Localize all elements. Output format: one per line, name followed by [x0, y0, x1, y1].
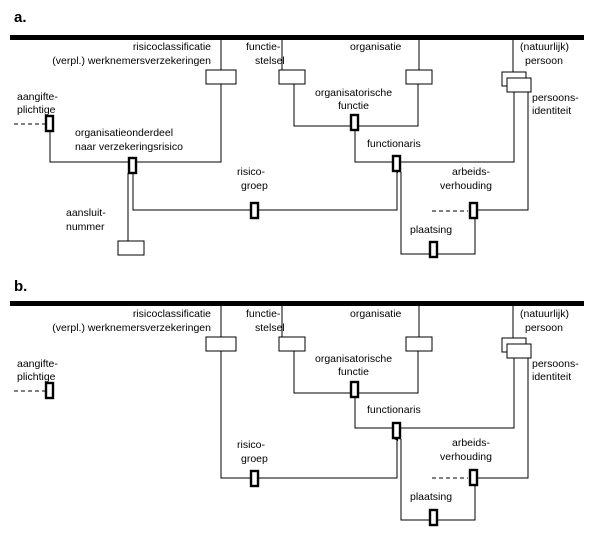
label-functionaris: functionaris: [367, 404, 421, 416]
label-werknemersverzekeringen: (verpl.) werknemersverzekeringen: [52, 55, 211, 67]
rel-plaatsing: [428, 508, 439, 527]
panel-b-header: b.: [14, 278, 27, 295]
label-organisatorische: organisatorische: [315, 87, 392, 99]
label-natuurlijk: (natuurlijk): [520, 41, 569, 53]
label-groep: groep: [241, 453, 268, 465]
panel-b-connectors: [14, 306, 529, 521]
label-organisatie: organisatie: [350, 41, 402, 53]
label-functiestelsel-2: stelsel: [255, 322, 285, 334]
rel-orgfunctie: [349, 380, 360, 399]
label-plichtige: plichtige: [17, 104, 56, 116]
rel-aangifteplichtige: [44, 381, 55, 400]
label-functie: functie: [338, 100, 369, 112]
label-groep: groep: [241, 180, 268, 192]
panel-b-top-bar: [10, 301, 584, 306]
label-werknemersverzekeringen: (verpl.) werknemersverzekeringen: [52, 322, 211, 334]
panel-a-entities: [117, 69, 532, 256]
label-natuurlijk: (natuurlijk): [520, 308, 569, 320]
rel-aangifteplichtige: [44, 114, 55, 133]
label-identiteit: identiteit: [532, 371, 571, 383]
rel-plaatsing: [428, 240, 439, 259]
box-risicoclassificatie: [205, 336, 237, 352]
box-risicoclassificatie: [205, 69, 237, 85]
label-organisatieonderdeel: organisatieonderdeel: [75, 127, 173, 139]
panel-b-relations: [44, 380, 479, 527]
rel-risicogroep: [249, 469, 260, 488]
rel-orgonderdeel: [127, 156, 138, 175]
box-persoonsidentiteit: [506, 77, 532, 93]
label-verhouding: verhouding: [440, 180, 492, 192]
label-functiestelsel-2: stelsel: [255, 55, 285, 67]
rel-functionaris: [391, 154, 402, 173]
label-persoon: persoon: [525, 322, 563, 334]
label-aansluit: aansluit-: [66, 207, 106, 219]
label-risicoclassificatie: risicoclassificatie: [133, 308, 211, 320]
label-identiteit: identiteit: [532, 105, 571, 117]
label-persoon: persoon: [525, 55, 563, 67]
panel-b: b. risicoclassificatie (verpl.) werkneme…: [10, 278, 584, 527]
label-nummer: nummer: [66, 221, 105, 233]
box-functiestelsel: [278, 69, 306, 85]
label-persoons: persoons-: [532, 92, 579, 104]
label-plaatsing: plaatsing: [410, 491, 452, 503]
label-arbeids: arbeids-: [452, 437, 490, 449]
label-plichtige: plichtige: [17, 371, 56, 383]
label-plaatsing: plaatsing: [410, 224, 452, 236]
label-verzekeringsrisico: naar verzekeringsrisico: [75, 141, 183, 153]
panel-a-header: a.: [14, 9, 27, 26]
box-persoonsidentiteit: [506, 343, 532, 359]
label-arbeids: arbeids-: [452, 166, 490, 178]
label-aangifte: aangifte-: [17, 91, 58, 103]
panel-a-relations: [44, 113, 479, 259]
rel-risicogroep: [249, 201, 260, 220]
label-organisatie: organisatie: [350, 308, 402, 320]
rel-functionaris: [391, 421, 402, 440]
label-functiestelsel-1: functie-: [246, 41, 281, 53]
box-functiestelsel: [278, 336, 306, 352]
label-functiestelsel-1: functie-: [246, 308, 281, 320]
label-risico: risico-: [237, 166, 266, 178]
panel-a: a. risicoclassificatie (verpl.) werkneme…: [10, 9, 584, 259]
rel-orgfunctie: [349, 113, 360, 132]
panel-b-entities: [205, 336, 532, 359]
box-aansluitnummer: [117, 240, 145, 256]
label-organisatorische: organisatorische: [315, 353, 392, 365]
label-functionaris: functionaris: [367, 138, 421, 150]
label-persoons: persoons-: [532, 358, 579, 370]
label-aangifte: aangifte-: [17, 358, 58, 370]
label-risicoclassificatie: risicoclassificatie: [133, 41, 211, 53]
box-organisatie: [405, 69, 433, 85]
label-risico: risico-: [237, 439, 266, 451]
panel-a-top-bar: [10, 35, 584, 40]
label-functie: functie: [338, 366, 369, 378]
rel-arbeidsverhouding: [468, 468, 479, 487]
label-verhouding: verhouding: [440, 451, 492, 463]
box-organisatie: [405, 336, 433, 352]
rel-arbeidsverhouding: [468, 201, 479, 220]
